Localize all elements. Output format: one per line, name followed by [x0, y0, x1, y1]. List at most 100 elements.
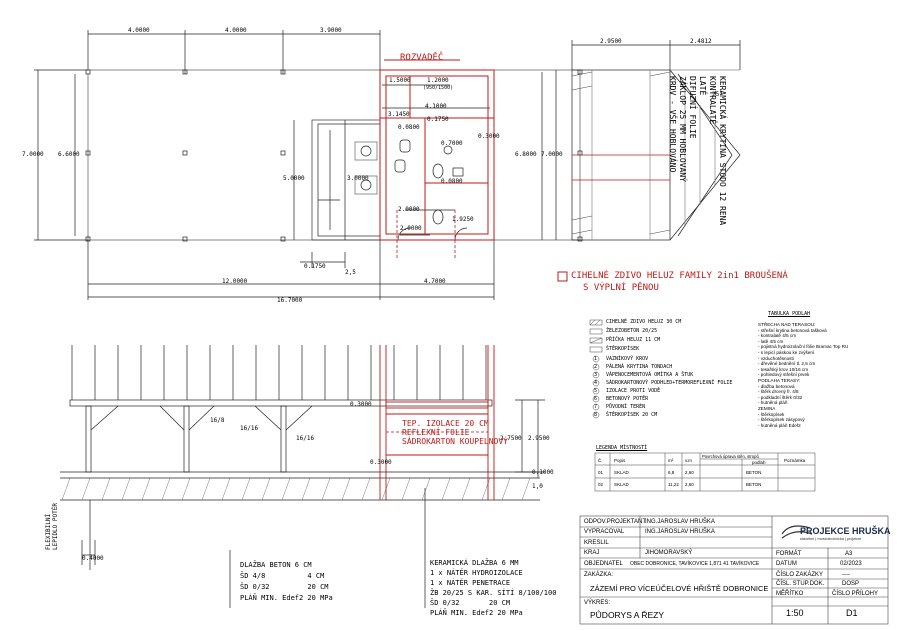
rooms-r2-floor: BETON	[746, 482, 762, 487]
tb-right-value-meritko: 1:50	[786, 608, 804, 618]
floors-line: - kontralatě 4/5 cm	[758, 333, 797, 339]
room-dim-11: 2.0000	[398, 206, 420, 213]
tb-label-zakazka: ZAKÁZKA:	[584, 572, 614, 578]
company-logo	[781, 525, 813, 539]
dim-top-right-1: 2.9500	[600, 38, 622, 45]
dim-left-2: 6.6000	[58, 151, 80, 158]
legend-num-text: SÁDROKARTONOVÝ PODHLED+TERMOREFLEXNÍ FOL…	[606, 380, 733, 386]
dim-top-1: 4.0000	[128, 27, 150, 34]
sec-dim-2: 2.7500	[500, 435, 522, 442]
section-red	[379, 345, 495, 500]
ceiling-layer-1: TEP. IZOLACE 20 CM	[402, 419, 489, 428]
dim-bottom-1: 0.1750	[304, 263, 326, 270]
sec-dim-5: 0.1000	[532, 469, 554, 476]
dim-right-2: 7.0000	[541, 151, 563, 158]
dim-bottom-4: 4.7000	[424, 278, 446, 285]
rooms-r2-vm: 2,60	[685, 482, 694, 487]
rooms-h-surface: Povrchová úprava stěn, stropů	[702, 454, 759, 459]
rooms-h-m2: m²	[668, 458, 674, 463]
floor-right-layer: KERAMICKÁ DLAŽBA 6 MM	[430, 559, 519, 567]
tb-label-kraj: KRAJ	[584, 550, 600, 556]
legend-num: 2	[594, 364, 598, 370]
legend-num-text: BETONOVÝ POTĚR	[606, 396, 649, 402]
legend-num-text: ŠTĚRKOPÍSEK 20 CM	[606, 412, 658, 418]
floors-line: PODLAHA TERASY:	[758, 377, 801, 383]
ceiling-layer-2: REFLEXNÍ FOLIE	[402, 428, 470, 437]
rooms-table-grid	[594, 452, 816, 492]
rooms-h-vm: v.m	[685, 458, 692, 463]
beam-label-3: 16/16	[296, 435, 315, 442]
legend-small-swatches	[589, 319, 603, 419]
dim-bottom-5: 16.7000	[277, 297, 303, 304]
legend-item-4: ŠTĚRKOPÍSEK	[606, 346, 640, 352]
tb-label-kreslil: KRESLIL	[584, 540, 609, 546]
section-view	[60, 345, 545, 608]
legend-num: 6	[594, 396, 598, 402]
beam-label-2: 16/16	[240, 425, 259, 432]
legend-item-2: ŽELEZOBETON 20/25	[606, 328, 658, 334]
floors-line: - pohledový střešní prvek	[758, 372, 810, 378]
floor-left-layer: ŠD 4/8 4 CM	[240, 572, 325, 580]
room-dim-12: 1.9250	[452, 216, 474, 223]
floors-line: - štěrk drcený fr. 4/8	[758, 389, 799, 395]
logo-subtext: stavební | mostotechnická | projekce	[800, 537, 862, 541]
floors-line: - hutněná pláň Edef2	[758, 422, 801, 428]
tb-label-objednatel: OBJEDNATEL	[584, 561, 623, 567]
floor-left-layer: ŠD 0/32 20 CM	[240, 583, 329, 591]
rooms-h-popis: Popis	[614, 458, 626, 463]
legend-num: 4	[594, 380, 598, 386]
floors-line: - vzduchotěsnosti	[758, 355, 794, 361]
tb-right-label-zakazka: ČÍSLO ZAKÁZKY	[776, 572, 824, 578]
dim-left-1: 7.0000	[22, 151, 44, 158]
rooms-r1-no: 01	[598, 470, 604, 475]
roof-angle: 25°	[712, 91, 723, 98]
dim-top-right-2: 2.4812	[690, 38, 712, 45]
tb-right-label-stup: ČÍSL. STUP.DOK.	[776, 581, 825, 587]
sec-dim-6: 1,0	[532, 483, 543, 490]
floor-left-layer: DLAŽBA BETON 6 CM	[240, 561, 312, 569]
tb-right-value-zakazka: ----	[842, 572, 850, 578]
tb-right-value-stup: DOSP	[842, 581, 860, 587]
room-dim-8: 0.7000	[441, 140, 463, 147]
rooms-r2-m2: 11,22	[668, 482, 679, 487]
floors-line: - latě 4/5 cm	[758, 338, 784, 344]
rooms-r1-popis: SKLAD	[614, 470, 629, 475]
roof-layer-3: LATĚ	[698, 76, 707, 96]
floor-right-layer: ŽB 20/25 S KAR. SÍTÍ 8/100/100	[430, 589, 557, 597]
floor-right-layer: PLÁŇ MIN. Edef2 20 MPa	[430, 609, 523, 617]
room-dim-6: 0.1750	[427, 116, 449, 123]
legend-item-3: PŘÍČKA HELUZ 11 CM	[606, 337, 661, 343]
floors-line: - dlažba betonová	[758, 383, 795, 389]
room-dim-4: 4.1000	[425, 103, 447, 110]
logo-text: PROJEKCE HRUŠKA	[800, 526, 891, 536]
dim-right-1: 6.8000	[515, 151, 537, 158]
roof-layer-5: ZÁKLOP 25 MM HOBLOVANÝ	[678, 76, 687, 182]
legend-num-text: PÁLENÁ KRYTINA TONDACH	[606, 364, 673, 370]
room-dim-7: 0.0800	[398, 124, 420, 131]
legend-num-text: VAZNÍKOVÝ KROV	[606, 356, 649, 362]
legend-num: 1	[594, 356, 598, 362]
plan-view	[34, 30, 583, 300]
tb-label-vypracoval: VYPRACOVAL	[584, 529, 625, 535]
legend-num: 8	[594, 412, 598, 418]
rooms-r2-no: 02	[598, 482, 604, 487]
tb-value-vypracoval: ING.JAROSLAV HRUŠKA	[645, 529, 715, 535]
dim-bottom-2: 2,5	[345, 269, 356, 276]
rooms-h-note: Poznámka	[784, 458, 806, 463]
legend-num-text: VÁPENOCEMENTOVÁ OMÍTKA A ŠTUK	[606, 372, 694, 378]
floor-right-layer: 1 x NÁTĚR PENETRACE	[430, 579, 511, 587]
legend-wall-line1: CIHELNÉ ZDIVO HELUZ FAMILY 2in1 BROUŠENÁ	[571, 271, 788, 281]
tb-right-label-priloha: ČÍSLO PŘÍLOHY	[832, 591, 879, 597]
tb-zakazka: ZÁZEMÍ PRO VÍCEÚČELOVÉ HŘIŠTĚ DOBRONICE	[590, 584, 769, 593]
floors-line: - hutněná pláň	[758, 400, 788, 406]
floors-line: - štěrkopísek zásypový	[758, 417, 805, 423]
floor-left-layer: PLÁŇ MIN. Edef2 20 MPa	[240, 594, 333, 602]
room-dim-10: 0.0800	[441, 178, 463, 185]
dim-top-3: 3.9000	[320, 27, 342, 34]
rooms-r1-vm: 2,60	[685, 470, 694, 475]
title-block-grid	[579, 515, 889, 625]
tb-right-value-datum: 02/2023	[840, 561, 862, 567]
plan-walls-red	[379, 59, 495, 241]
tb-right-value-priloha: D1	[846, 608, 858, 618]
